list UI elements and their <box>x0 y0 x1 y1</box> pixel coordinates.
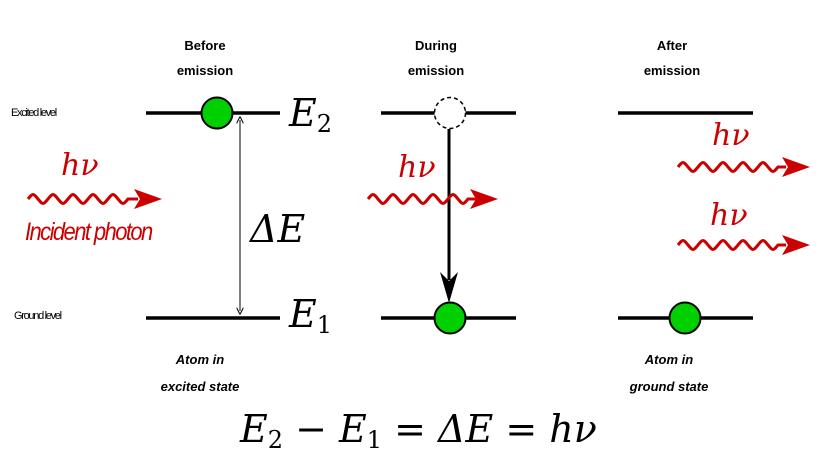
photon-symbol-during: hν <box>398 150 436 185</box>
transition-arrowhead <box>440 272 458 303</box>
caption-after-line-2: ground state <box>629 379 709 394</box>
energy-e2-symbol: E <box>289 91 317 135</box>
outgoing-photon-wave-2 <box>676 239 786 251</box>
equation-minus: − <box>283 407 340 451</box>
photon-wave-during <box>366 193 476 205</box>
energy-e2-label: E2 <box>289 91 332 138</box>
incident-photon-arrowhead <box>134 189 162 209</box>
equation-e1-subscript: 1 <box>366 426 383 454</box>
header-after-line-2: emission <box>643 63 701 78</box>
caption-before-line-1: Atom in <box>175 352 225 367</box>
energy-e1-label: E1 <box>289 292 332 339</box>
equation-e1: E <box>339 407 367 451</box>
energy-e2-subscript: 2 <box>316 110 333 138</box>
caption-before: Atom in excited state <box>120 352 280 394</box>
delta-e-label: ΔE <box>250 207 306 251</box>
header-during: During emission <box>366 38 506 78</box>
ground-level-label: Ground level <box>14 310 62 322</box>
outgoing-photon-symbol-1: hν <box>712 118 750 153</box>
outgoing-photon-wave-1 <box>676 161 786 173</box>
header-before: Before emission <box>135 38 275 78</box>
atom-ground-during <box>433 301 467 335</box>
header-during-line-2: emission <box>407 63 465 78</box>
energy-e1-symbol: E <box>289 292 317 336</box>
energy-equation: E2 − E1 = ΔE = hν <box>240 407 597 454</box>
outgoing-photon-arrowhead-1 <box>782 157 810 177</box>
equation-rhs: = ΔE = hν <box>382 407 597 451</box>
header-after: After emission <box>602 38 742 78</box>
equation-e2-subscript: 2 <box>267 426 284 454</box>
outgoing-photon-arrowhead-2 <box>782 235 810 255</box>
incident-photon-wave <box>26 193 138 205</box>
equation-e2: E <box>240 407 268 451</box>
caption-after: Atom in ground state <box>589 352 749 394</box>
caption-after-line-1: Atom in <box>644 352 694 367</box>
excited-level-label: Excited level <box>11 107 57 119</box>
header-during-line-1: During <box>415 38 457 53</box>
atom-vacated-during <box>433 96 467 130</box>
atom-ground-after <box>668 301 702 335</box>
header-before-line-1: Before <box>184 38 226 53</box>
header-after-line-1: After <box>656 38 688 53</box>
photon-arrowhead-during <box>470 189 498 209</box>
header-before-line-2: emission <box>176 63 234 78</box>
energy-e1-subscript: 1 <box>316 311 333 339</box>
atom-excited-before <box>200 96 234 130</box>
incident-photon-label: Incident photon <box>25 218 153 246</box>
caption-before-line-2: excited state <box>160 379 240 394</box>
outgoing-photon-symbol-2: hν <box>710 198 748 233</box>
incident-photon-symbol: hν <box>61 148 99 183</box>
